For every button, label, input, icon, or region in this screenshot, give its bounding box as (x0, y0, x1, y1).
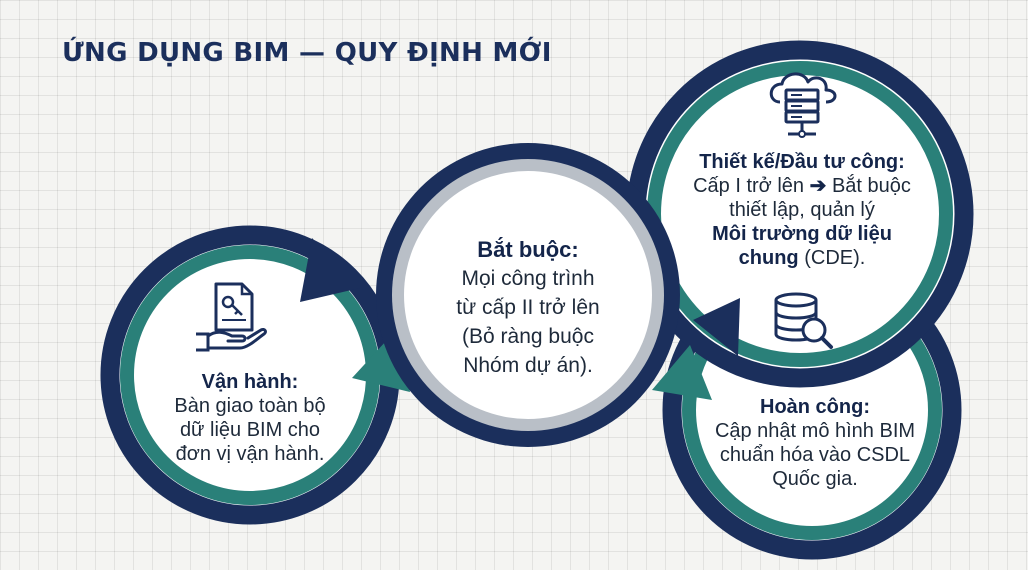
design-text: Thiết kế/Đầu tư công: Cấp I trở lên ➔ Bắ… (660, 150, 944, 270)
page-title: ỨNG DỤNG BIM — QUY ĐỊNH MỚI (62, 38, 552, 68)
document-key-hand-icon (196, 282, 267, 352)
database-search-icon (774, 292, 833, 349)
design-line-1-pre: Cấp I trở lên (693, 175, 805, 197)
arrowhead-to-center (300, 238, 360, 302)
center-ring (376, 143, 680, 447)
center-line: (Bỏ ràng buộc (462, 325, 594, 348)
asbuilt-line: chuẩn hóa vào CSDL (719, 444, 911, 466)
center-text: Bắt buộc: Mọi công trình từ cấp II trở l… (408, 235, 648, 380)
arrow-right-icon: ➔ (809, 175, 827, 197)
center-heading: Bắt buộc: (477, 237, 579, 262)
arrowhead-left-return (693, 298, 740, 356)
center-line: Mọi công trình (461, 267, 595, 290)
design-heading: Thiết kế/Đầu tư công: (699, 151, 905, 173)
design-line-3: Môi trường dữ liệu (712, 223, 892, 245)
design-line-1: Cấp I trở lên ➔ Bắt buộc (660, 174, 944, 198)
asbuilt-line: Cập nhật mô hình BIM (714, 420, 916, 442)
asbuilt-text: Hoàn công: Cập nhật mô hình BIM chuẩn hó… (680, 395, 950, 491)
design-line-1-post: Bắt buộc (831, 175, 911, 197)
design-line-4: chung (CDE). (660, 246, 944, 270)
design-line-4-bold: chung (738, 247, 799, 269)
center-line: Nhóm dự án). (463, 354, 593, 377)
design-line-2: thiết lập, quản lý (729, 199, 875, 221)
center-line: từ cấp II trở lên (456, 296, 600, 319)
cloud-server-icon (769, 72, 837, 138)
asbuilt-heading: Hoàn công: (760, 396, 870, 418)
operation-text: Vận hành: Bàn giao toàn bộ dữ liệu BIM c… (120, 370, 380, 466)
operation-heading: Vận hành: (201, 371, 299, 393)
arrowhead-from-asbuilt (652, 345, 712, 400)
design-line-4-rest: (CDE). (804, 247, 866, 269)
operation-line: đơn vị vận hành. (175, 443, 325, 465)
asbuilt-line: Quốc gia. (772, 468, 858, 490)
operation-ring (100, 225, 400, 525)
operation-line: Bàn giao toàn bộ (174, 395, 326, 417)
operation-line: dữ liệu BIM cho (179, 419, 321, 441)
